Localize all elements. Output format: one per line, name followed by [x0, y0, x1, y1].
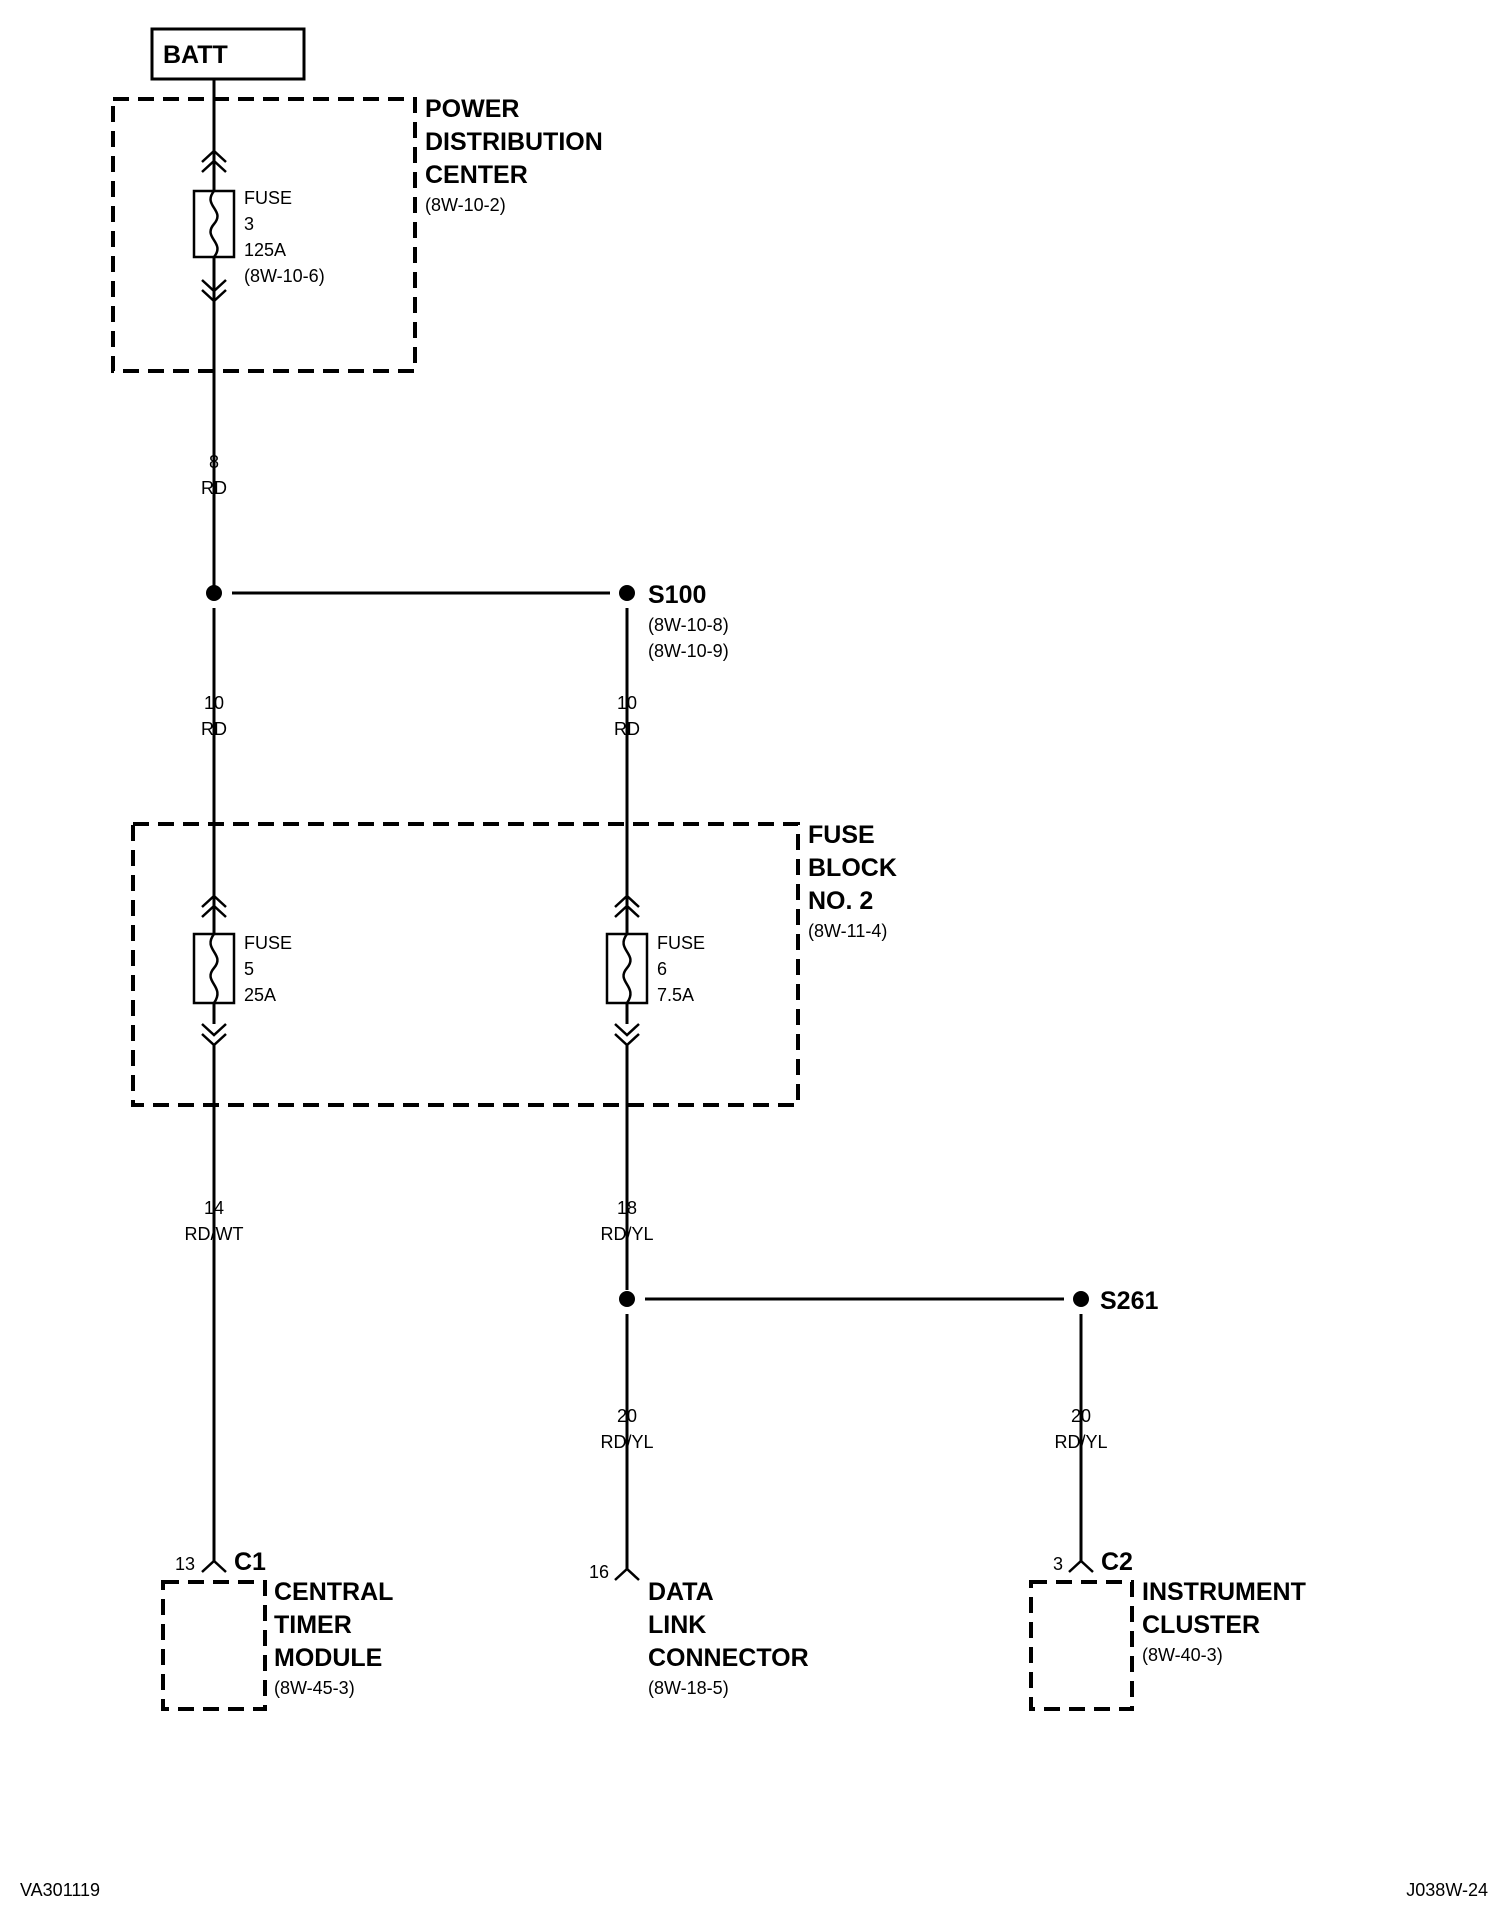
wire-18-gauge: 18	[617, 1198, 637, 1218]
wire-ic-color: RD/YL	[1054, 1432, 1107, 1452]
fuse5-element	[209, 933, 219, 1004]
fuse3-ref: (8W-10-6)	[244, 266, 325, 286]
ctm-connector-id: C1	[234, 1548, 266, 1576]
ic-connector-icon	[1068, 1559, 1094, 1573]
dlc-name-line-1: DATA	[648, 1578, 714, 1606]
wire-right-color: RD	[614, 719, 640, 739]
wire-8-gauge: 8	[209, 452, 219, 472]
fuse6-number: 6	[657, 959, 667, 979]
fuse6-bottom-connector-icon	[614, 1023, 640, 1047]
fuse3-bottom-connector-icon	[201, 279, 227, 303]
splice-node-s261-left	[619, 1291, 635, 1307]
fuse-block-ref: (8W-11-4)	[808, 921, 887, 941]
ic-pin: 3	[1053, 1554, 1063, 1574]
wire-8-color: RD	[201, 478, 227, 498]
fuse-block-box	[131, 822, 800, 1107]
ctm-name-line-1: CENTRAL	[274, 1578, 393, 1606]
fuse-block-name-line-1: FUSE	[808, 821, 875, 849]
ctm-name-line-3: MODULE	[274, 1644, 382, 1672]
ic-box	[1029, 1580, 1134, 1711]
dlc-name-line-2: LINK	[648, 1611, 706, 1639]
ctm-name-line-2: TIMER	[274, 1611, 352, 1639]
fuse6-element	[622, 933, 632, 1004]
fuse5-top-connector-icon	[201, 894, 227, 918]
fuse6-rating: 7.5A	[657, 985, 694, 1005]
ic-ref: (8W-40-3)	[1142, 1645, 1223, 1665]
s100-ref-2: (8W-10-9)	[648, 641, 729, 661]
fuse3-element	[209, 190, 219, 258]
fuse3-label: FUSE	[244, 188, 292, 208]
wire-right-gauge: 10	[617, 693, 637, 713]
footer-right-code: J038W-24	[1406, 1880, 1488, 1900]
fuse3-rating: 125A	[244, 240, 286, 260]
splice-s261-dot	[1073, 1291, 1089, 1307]
splice-s100-dot	[619, 585, 635, 601]
dlc-pin: 16	[589, 1562, 609, 1582]
ctm-connector-icon	[201, 1559, 227, 1573]
fuse5-bottom-connector-icon	[201, 1023, 227, 1047]
pdc-name-line-3: CENTER	[425, 161, 528, 189]
wire-ic-gauge: 20	[1071, 1406, 1091, 1426]
dlc-connector-icon	[614, 1567, 640, 1581]
pdc-name-line-1: POWER	[425, 95, 519, 123]
fuse3-number: 3	[244, 214, 254, 234]
pdc-name-line-2: DISTRIBUTION	[425, 128, 603, 156]
batt-box	[150, 27, 306, 81]
fuse3-top-connector-icon	[201, 149, 227, 173]
wire-dlc-color: RD/YL	[600, 1432, 653, 1452]
pdc-ref: (8W-10-2)	[425, 195, 506, 215]
wire-14-color: RD/WT	[185, 1224, 244, 1244]
wire-left-gauge: 10	[204, 693, 224, 713]
fuse5-rating: 25A	[244, 985, 276, 1005]
fuse6-top-connector-icon	[614, 894, 640, 918]
wire-dlc-gauge: 20	[617, 1406, 637, 1426]
wire-14-gauge: 14	[204, 1198, 224, 1218]
s261-label: S261	[1100, 1287, 1158, 1315]
splice-node-left	[206, 585, 222, 601]
s100-ref-1: (8W-10-8)	[648, 615, 729, 635]
fuse5-label: FUSE	[244, 933, 292, 953]
ic-name-line-2: CLUSTER	[1142, 1611, 1260, 1639]
ctm-ref: (8W-45-3)	[274, 1678, 355, 1698]
fuse-block-name-line-2: BLOCK	[808, 854, 897, 882]
s100-label: S100	[648, 581, 706, 609]
footer-left-code: VA301119	[20, 1880, 100, 1900]
ctm-box	[161, 1580, 267, 1711]
fuse6-label: FUSE	[657, 933, 705, 953]
wire-18-color: RD/YL	[600, 1224, 653, 1244]
fuse-block-name-line-3: NO. 2	[808, 887, 873, 915]
batt-label: BATT	[163, 41, 228, 69]
fuse5-number: 5	[244, 959, 254, 979]
wire-left-color: RD	[201, 719, 227, 739]
dlc-name-line-3: CONNECTOR	[648, 1644, 809, 1672]
dlc-ref: (8W-18-5)	[648, 1678, 729, 1698]
ic-name-line-1: INSTRUMENT	[1142, 1578, 1306, 1606]
ic-connector-id: C2	[1101, 1548, 1133, 1576]
pdc-box	[111, 97, 417, 373]
ctm-pin: 13	[175, 1554, 195, 1574]
